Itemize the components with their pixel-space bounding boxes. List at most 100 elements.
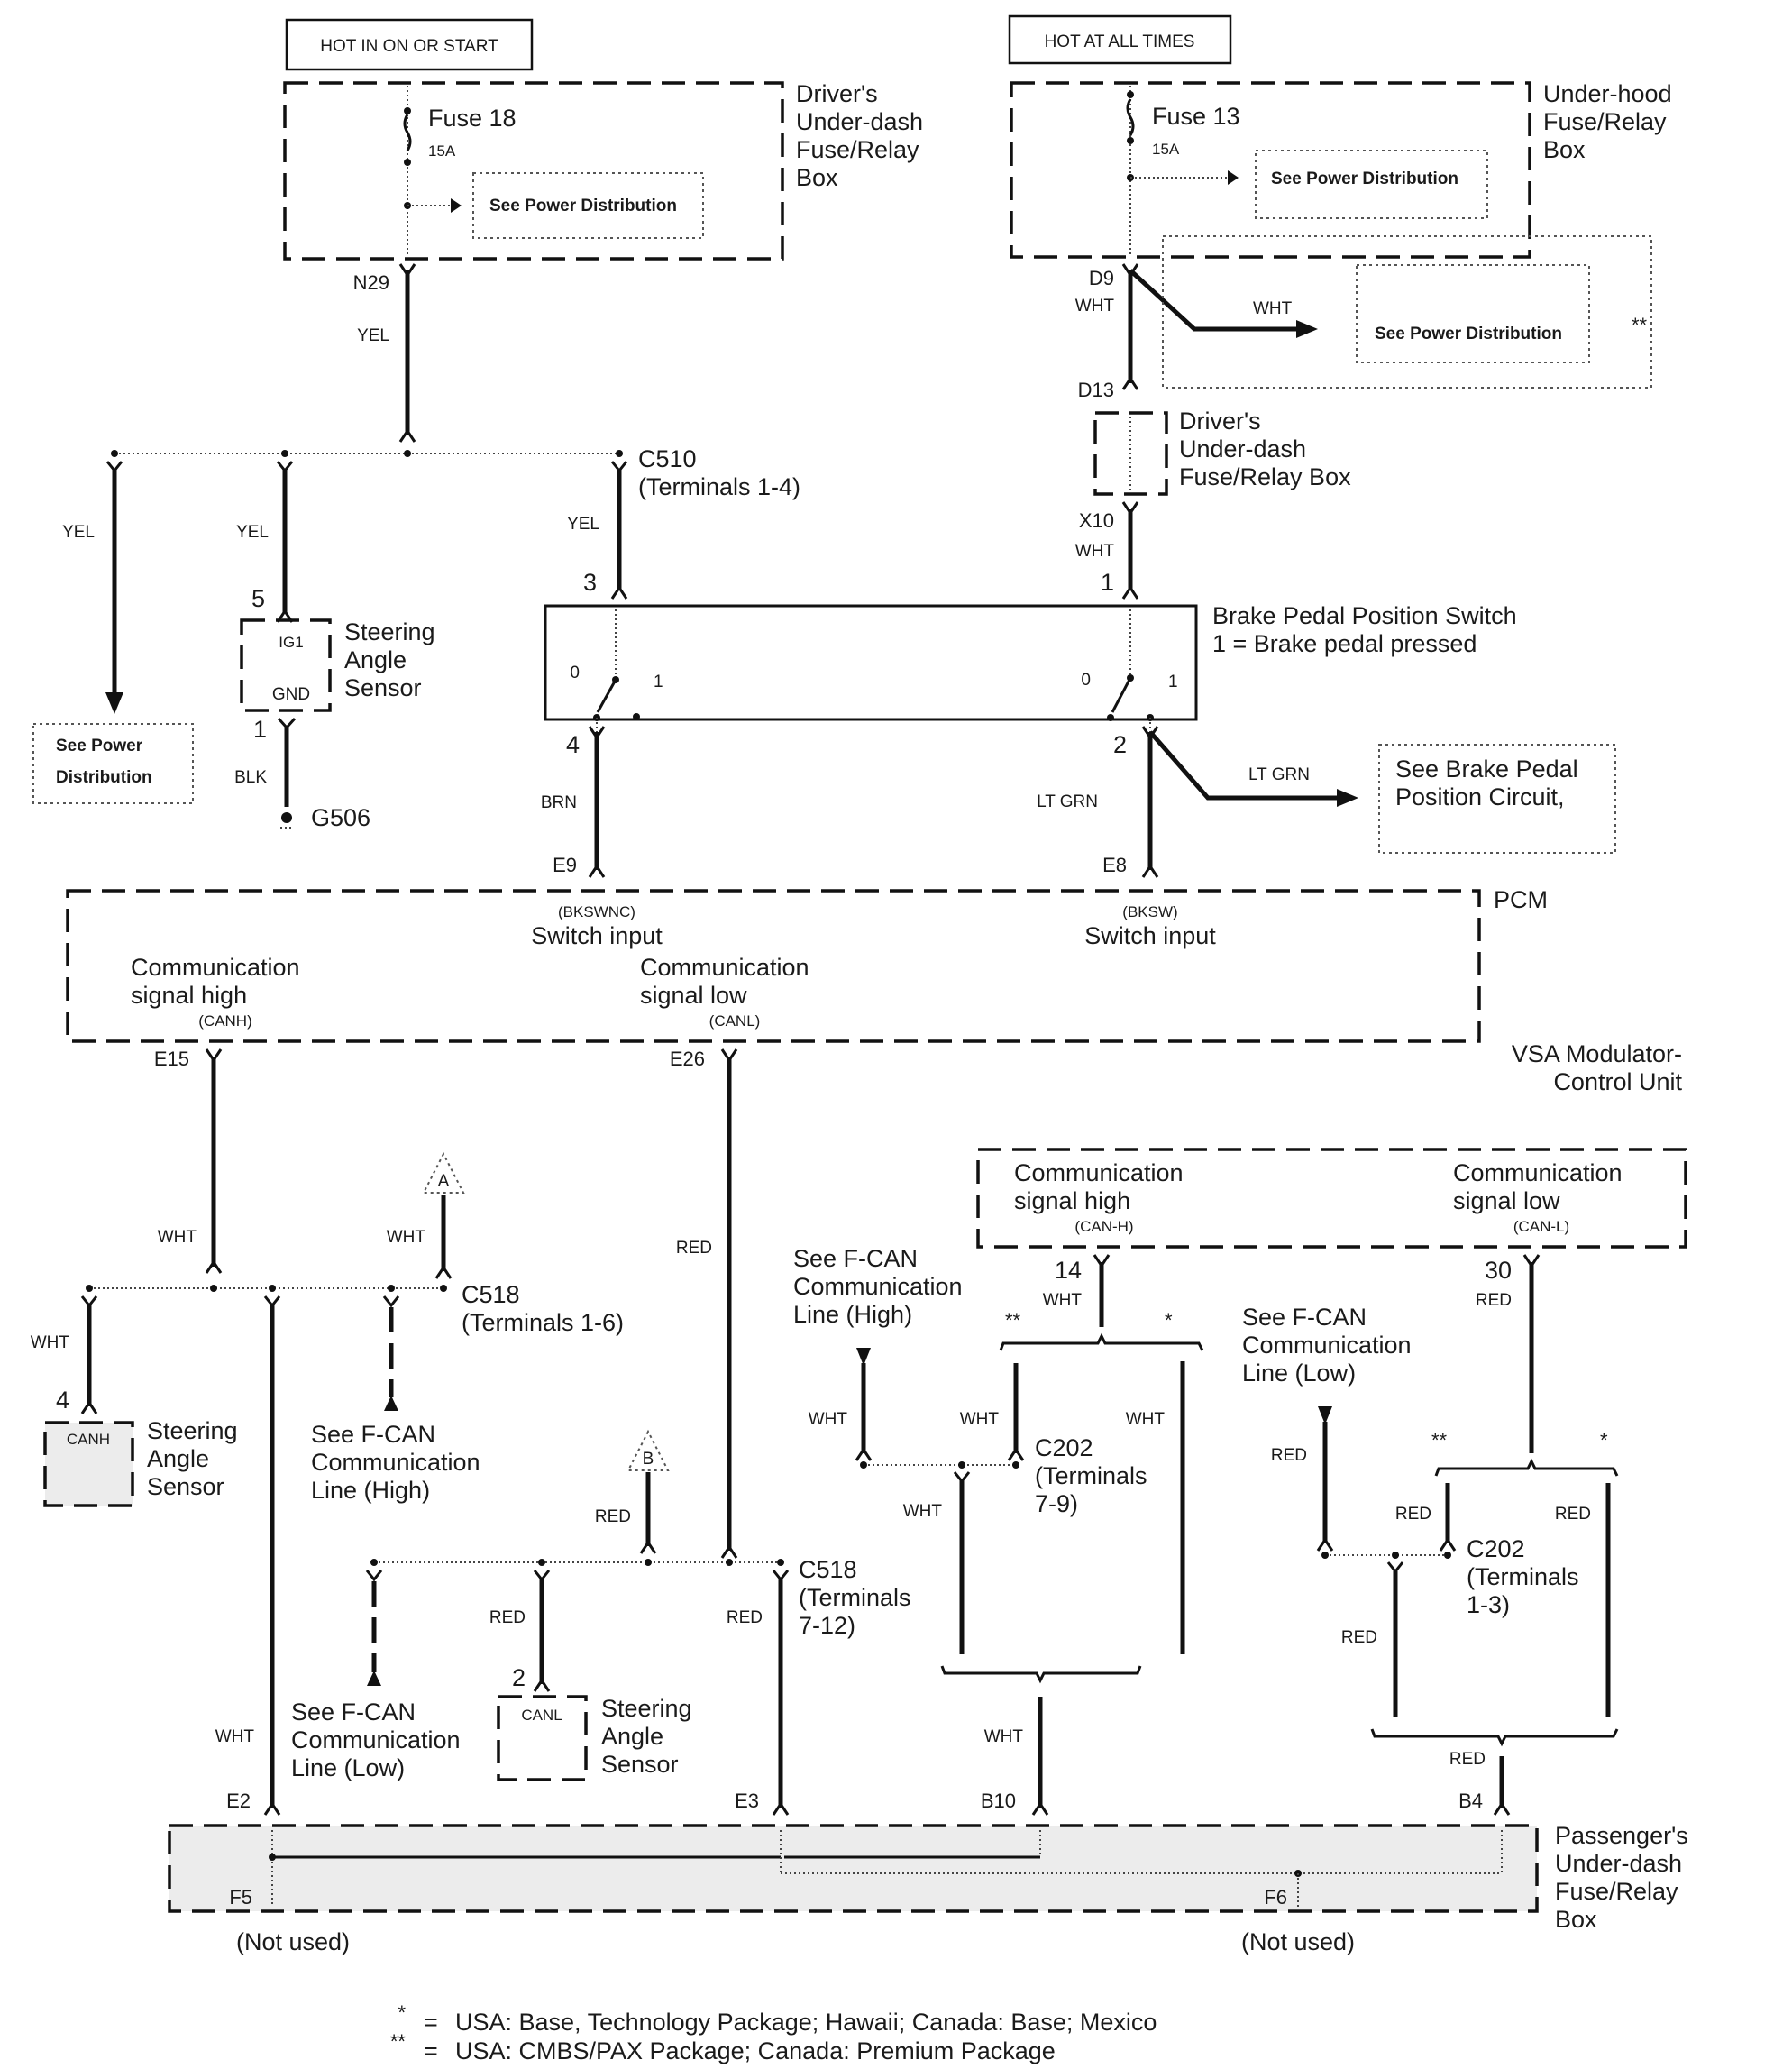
- pin-ig1: IG1: [279, 634, 303, 651]
- battery-power-source: HOT AT ALL TIMES: [1008, 14, 1232, 65]
- drivers-underdash-fuse-box: Fuse 18 15A See Power Distribution Drive…: [283, 80, 923, 261]
- vsa-label: VSA Modulator-: [1512, 1040, 1682, 1067]
- fcan-high-link[interactable]: Communication: [793, 1273, 963, 1300]
- wht-to-sas-canh: WHT 4: [31, 1295, 98, 1414]
- fcan-high-link[interactable]: Communication: [311, 1449, 480, 1476]
- fuse-box-label-line: Driver's: [1179, 407, 1261, 435]
- fuse-box-label-line: Passenger's: [1555, 1822, 1688, 1849]
- ground-g506: G506: [311, 804, 370, 831]
- package-variant-region: [1162, 235, 1652, 389]
- merge-bracket: [1370, 1728, 1619, 1747]
- connector-c518-terminals: (Terminals: [799, 1584, 911, 1611]
- fcan-high-link[interactable]: See F-CAN: [311, 1421, 435, 1448]
- marker-b[interactable]: B RED: [595, 1429, 670, 1554]
- wire-color-label: RED: [489, 1608, 526, 1627]
- fcan-high-link[interactable]: Line (High): [311, 1477, 430, 1504]
- power-distribution-ref[interactable]: [1356, 264, 1590, 363]
- connector-c202-terminals: (Terminals: [1035, 1462, 1147, 1489]
- terminal-n29: N29: [353, 271, 389, 294]
- power-distribution-ref[interactable]: [472, 172, 704, 239]
- power-distribution-link[interactable]: See Power Distribution: [1375, 325, 1562, 343]
- fcan-low-ref-right[interactable]: See F-CAN Communication Line (Low) RED: [1242, 1304, 1412, 1552]
- e26-wire: E26 RED: [670, 1048, 738, 1559]
- fcan-low-link[interactable]: Communication: [291, 1726, 461, 1753]
- legend-equals: =: [424, 2037, 438, 2064]
- c518-red-splice: C518 (Terminals 7-12): [370, 1556, 911, 1639]
- fcan-high-link[interactable]: See F-CAN: [793, 1245, 918, 1272]
- connector-c518-terminals: 7-12): [799, 1612, 855, 1639]
- power-distribution-ref[interactable]: [1255, 150, 1488, 219]
- brake-pedal-circuit-ref[interactable]: [1378, 744, 1616, 854]
- fcan-low-link[interactable]: See F-CAN: [1242, 1304, 1367, 1331]
- pin-can-l: (CAN-L): [1513, 1218, 1569, 1235]
- c510-wire: C510 (Terminals 1-4) YEL 3: [567, 445, 800, 600]
- fcan-low-link[interactable]: See F-CAN: [291, 1698, 416, 1726]
- component-label: Angle: [601, 1723, 663, 1750]
- arrow-right-icon: [451, 198, 462, 213]
- terminal-1: 1: [253, 716, 267, 743]
- variant-bracket: [1434, 1458, 1619, 1477]
- fuse-node-icon: [404, 107, 411, 114]
- red-to-sas-canl: RED 2: [489, 1570, 551, 1692]
- fcan-low-ref-left[interactable]: See F-CAN Communication Line (Low): [291, 1570, 461, 1781]
- wire-color-label: WHT: [1043, 1291, 1083, 1310]
- fcan-low-link[interactable]: Communication: [1242, 1332, 1412, 1359]
- brake-switch-title: Brake Pedal Position Switch: [1212, 602, 1517, 629]
- terminal-e15: E15: [154, 1048, 189, 1070]
- fuse-box-label-line: Fuse/Relay: [796, 136, 919, 163]
- switch-position-0: 0: [570, 664, 580, 682]
- fcan-low-link[interactable]: Line (Low): [291, 1754, 405, 1781]
- terminal-14: 14: [1055, 1257, 1082, 1284]
- terminal-5: 5: [251, 585, 265, 612]
- power-distribution-link[interactable]: See Power Distribution: [489, 197, 677, 215]
- component-label: Sensor: [147, 1473, 224, 1500]
- terminal-b10: B10: [981, 1790, 1016, 1812]
- terminal-2: 2: [512, 1664, 526, 1691]
- fuse-box-label-line: Under-dash: [796, 108, 923, 135]
- fcan-high-ref-right[interactable]: See F-CAN Communication Line (High) WHT: [793, 1245, 963, 1461]
- passengers-underdash-fuse-box: F5 F6 Passenger's Under-dash Fuse/Relay …: [168, 1822, 1688, 1955]
- arrow-right-icon: [1228, 170, 1239, 185]
- pin-canh: (CANH): [198, 1012, 252, 1030]
- switch-position-1: 1: [654, 673, 663, 691]
- marker-a[interactable]: A WHT: [387, 1151, 465, 1279]
- yel-branch-power-dist: YEL See Power Distribution: [32, 461, 194, 804]
- power-distribution-link[interactable]: Distribution: [56, 768, 152, 787]
- variant-marker: *: [1165, 1309, 1173, 1332]
- arrow-right-icon: [1296, 320, 1318, 338]
- brake-pedal-circuit-link[interactable]: Position Circuit,: [1395, 783, 1565, 810]
- marker-b-label[interactable]: B: [643, 1450, 654, 1469]
- wire-color-label: WHT: [1126, 1410, 1166, 1429]
- marker-a-label[interactable]: A: [438, 1172, 450, 1191]
- power-distribution-link[interactable]: See Power Distribution: [1271, 169, 1458, 188]
- pin-canh: CANH: [67, 1431, 110, 1448]
- fcan-high-link[interactable]: Line (High): [793, 1301, 912, 1328]
- component-label: Steering: [601, 1695, 692, 1722]
- legend-symbol: *: [398, 2001, 406, 2024]
- wire-color-label: WHT: [387, 1228, 426, 1247]
- variant-marker: **: [1632, 314, 1648, 336]
- fuse-box-label-line: Box: [1543, 136, 1586, 163]
- brake-pedal-circuit-link[interactable]: See Brake Pedal: [1395, 755, 1578, 783]
- terminal-4: 4: [566, 731, 580, 758]
- connector-c202-terminals: 7-9): [1035, 1490, 1078, 1517]
- wht-to-e2: WHT E2: [215, 1295, 281, 1816]
- pin-bkswnc: (BKSWNC): [558, 903, 635, 920]
- fuse-13-label: Fuse 13: [1152, 103, 1240, 130]
- switch-position-1: 1: [1168, 673, 1178, 691]
- pin-function: Communication: [131, 954, 300, 981]
- wire-color-label: RED: [1271, 1446, 1307, 1465]
- power-distribution-link[interactable]: See Power: [56, 737, 143, 755]
- fcan-low-link[interactable]: Line (Low): [1242, 1359, 1356, 1387]
- arrow-up-icon: [367, 1671, 381, 1686]
- legend-symbol: **: [390, 2030, 407, 2053]
- wire-color-label: BLK: [234, 768, 267, 787]
- power-distribution-ref-left[interactable]: [32, 723, 194, 804]
- wire-color-label: YEL: [567, 515, 599, 534]
- fcan-high-ref-left[interactable]: See F-CAN Communication Line (High): [311, 1295, 480, 1504]
- brn-wire: 4 BRN E9: [541, 726, 606, 878]
- fuse-box-label-line: Under-hood: [1543, 80, 1672, 107]
- wire-color-label: YEL: [236, 523, 269, 542]
- terminal-e2: E2: [226, 1790, 251, 1812]
- c202-red-splice: C202 (Terminals 1-3) RED RED B4: [1321, 1535, 1619, 1816]
